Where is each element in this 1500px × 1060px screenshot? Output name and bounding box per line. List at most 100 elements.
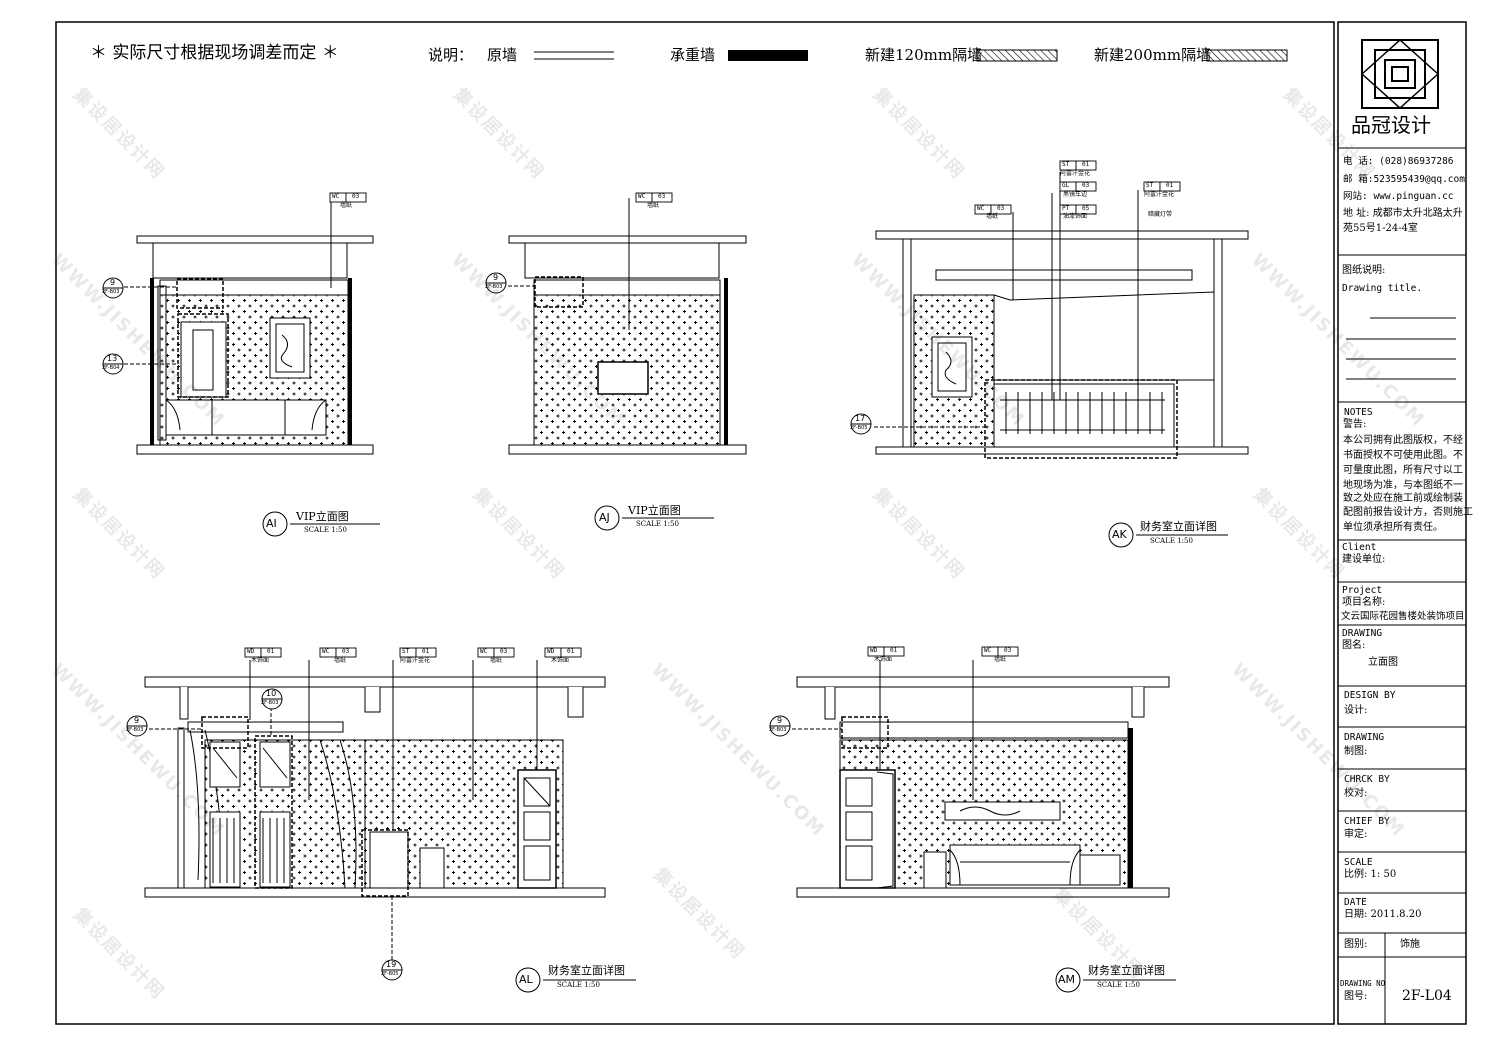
drawing-no-label: 图号: <box>1344 991 1368 1002</box>
detail-marker-num: 9 <box>110 278 116 287</box>
tag-code: ST <box>1146 182 1154 189</box>
tag-label: 阿富汗金花 <box>1060 170 1091 177</box>
tag-label: 墙纸 <box>647 202 660 209</box>
elevation-scale: SCALE 1:50 <box>1097 981 1140 989</box>
notes-line: 地现场为准，与本图纸不一 <box>1343 480 1463 491</box>
tag-num: 01 <box>567 648 575 655</box>
tag-label: 黑镜车边 <box>1063 191 1088 198</box>
tag-label: 木饰面 <box>874 656 893 663</box>
tag-code: WC <box>638 193 646 200</box>
company-logo <box>1360 38 1440 110</box>
elevation-mark: AJ <box>599 511 610 524</box>
tag-label: 墙纸 <box>334 657 347 664</box>
tag-code: WD <box>870 647 878 654</box>
elevation-ak <box>874 172 1249 459</box>
project-label: 项目名称: <box>1342 597 1386 608</box>
tag-label: 木饰面 <box>551 657 570 664</box>
elevation-mark: AK <box>1112 528 1127 541</box>
detail-marker-ref: 2F-B03 <box>102 289 120 295</box>
category-value: 饰施 <box>1400 939 1420 950</box>
legend-symbols <box>534 49 1288 62</box>
tag-num: 03 <box>997 205 1005 212</box>
scale-value: 比例: 1: 50 <box>1344 869 1397 880</box>
tag-code: WC <box>322 648 330 655</box>
tag-code: ST <box>402 648 410 655</box>
detail-marker-num: 9 <box>777 716 783 725</box>
tag-num: 01 <box>890 647 898 654</box>
tag-code: ST <box>1062 161 1070 168</box>
tag-label: 阿富汗金花 <box>1144 191 1175 198</box>
tag-num: 01 <box>267 648 275 655</box>
client-label: 建设单位: <box>1342 554 1386 565</box>
detail-marker-num: 17 <box>855 414 866 423</box>
check-label: 校对: <box>1344 788 1368 799</box>
drawing-name: 立面图 <box>1368 657 1398 668</box>
notes-label-en: NOTES <box>1344 407 1373 418</box>
elevation-scale: SCALE 1:50 <box>1150 537 1193 545</box>
notes-line: 配图前报告设计方，否则施工 <box>1343 507 1473 518</box>
tag-code: PT <box>1062 205 1070 212</box>
tag-label: 墙纸 <box>490 657 503 664</box>
tag-code: WD <box>247 648 255 655</box>
detail-marker-ref: 2F-B03 <box>126 727 144 733</box>
project-label-en: Project <box>1342 585 1383 596</box>
tag-label: 阿富汗金花 <box>400 657 431 664</box>
detail-marker-ref: 2F-B03 <box>485 284 503 290</box>
notes-line: 致之处应在施工前或绘制装 <box>1343 493 1463 504</box>
elevation-title: VIP立面图 <box>628 504 681 517</box>
date-label-en: DATE <box>1344 897 1367 908</box>
elevation-mark: AL <box>519 973 533 986</box>
detail-marker-ref: 2F-B03 <box>769 727 787 733</box>
legend-original-wall: 原墙 <box>487 46 518 64</box>
notes-line: 单位须承担所有责任。 <box>1343 522 1443 533</box>
detail-marker-ref: 2F-B03 <box>261 700 279 706</box>
company-email: 邮 箱:523595439@qq.com <box>1343 174 1465 185</box>
drawing-label: 图名: <box>1342 640 1366 651</box>
detail-marker-num: 13 <box>107 354 118 363</box>
client-label-en: Client <box>1342 542 1377 553</box>
company-name: 品冠设计 <box>1351 113 1431 137</box>
drawn-label-en: DRAWING <box>1344 732 1385 743</box>
elevation-title: 财务室立面详图 <box>548 964 625 977</box>
company-address: 苑55号1-24-4室 <box>1343 223 1418 234</box>
detail-marker-ref: 2F-B05 <box>850 425 868 431</box>
project-name: 文云国际花园售楼处装饰项目 <box>1341 611 1465 622</box>
date-value: 日期: 2011.8.20 <box>1344 909 1422 920</box>
tag-num: 03 <box>500 648 508 655</box>
tag-num: 05 <box>1082 205 1090 212</box>
tag-label: 墙纸 <box>340 202 353 209</box>
tag-code: WD <box>547 648 555 655</box>
tag-code: WC <box>977 205 985 212</box>
elevation-title: VIP立面图 <box>296 510 349 523</box>
elevation-al <box>137 660 606 960</box>
legend-new-200-wall: 新建200mm隔墙 <box>1094 46 1212 64</box>
elevation-scale: SCALE 1:50 <box>304 526 347 534</box>
tag-num: 03 <box>352 193 360 200</box>
check-label-en: CHRCK BY <box>1344 774 1390 785</box>
design-label: 设计: <box>1344 705 1368 716</box>
drawing-title-label-en: Drawing title. <box>1342 283 1423 294</box>
drawn-label: 制图: <box>1344 746 1368 757</box>
elevation-mark: AI <box>266 517 277 530</box>
drawing-title-label: 图纸说明: <box>1342 265 1386 276</box>
tag-label: 暗藏灯带 <box>1148 211 1173 218</box>
drawing-no-label-en: DRAWING NO <box>1340 979 1386 988</box>
category-label: 图别: <box>1344 939 1368 950</box>
dimension-note: ＊ 实际尺寸根据现场调差而定 ＊ <box>90 43 339 63</box>
tag-num: 03 <box>342 648 350 655</box>
detail-marker-num: 19 <box>386 960 397 969</box>
legend-new-120-wall: 新建120mm隔墙 <box>865 46 983 64</box>
title-block-border <box>1337 21 1467 1025</box>
chief-label: 审定: <box>1344 829 1368 840</box>
tag-label: 墙纸 <box>986 213 999 220</box>
elevation-title: 财务室立面详图 <box>1088 964 1165 977</box>
drawing-border <box>55 21 1335 1025</box>
elevation-scale: SCALE 1:50 <box>557 981 600 989</box>
tag-num: 03 <box>658 193 666 200</box>
detail-marker-num: 9 <box>134 716 140 725</box>
tag-code: WC <box>332 193 340 200</box>
notes-label: 警告: <box>1343 419 1367 430</box>
company-address: 地 址: 成都市太升北路太升 <box>1343 208 1463 219</box>
tag-label: 木饰面 <box>251 657 270 664</box>
